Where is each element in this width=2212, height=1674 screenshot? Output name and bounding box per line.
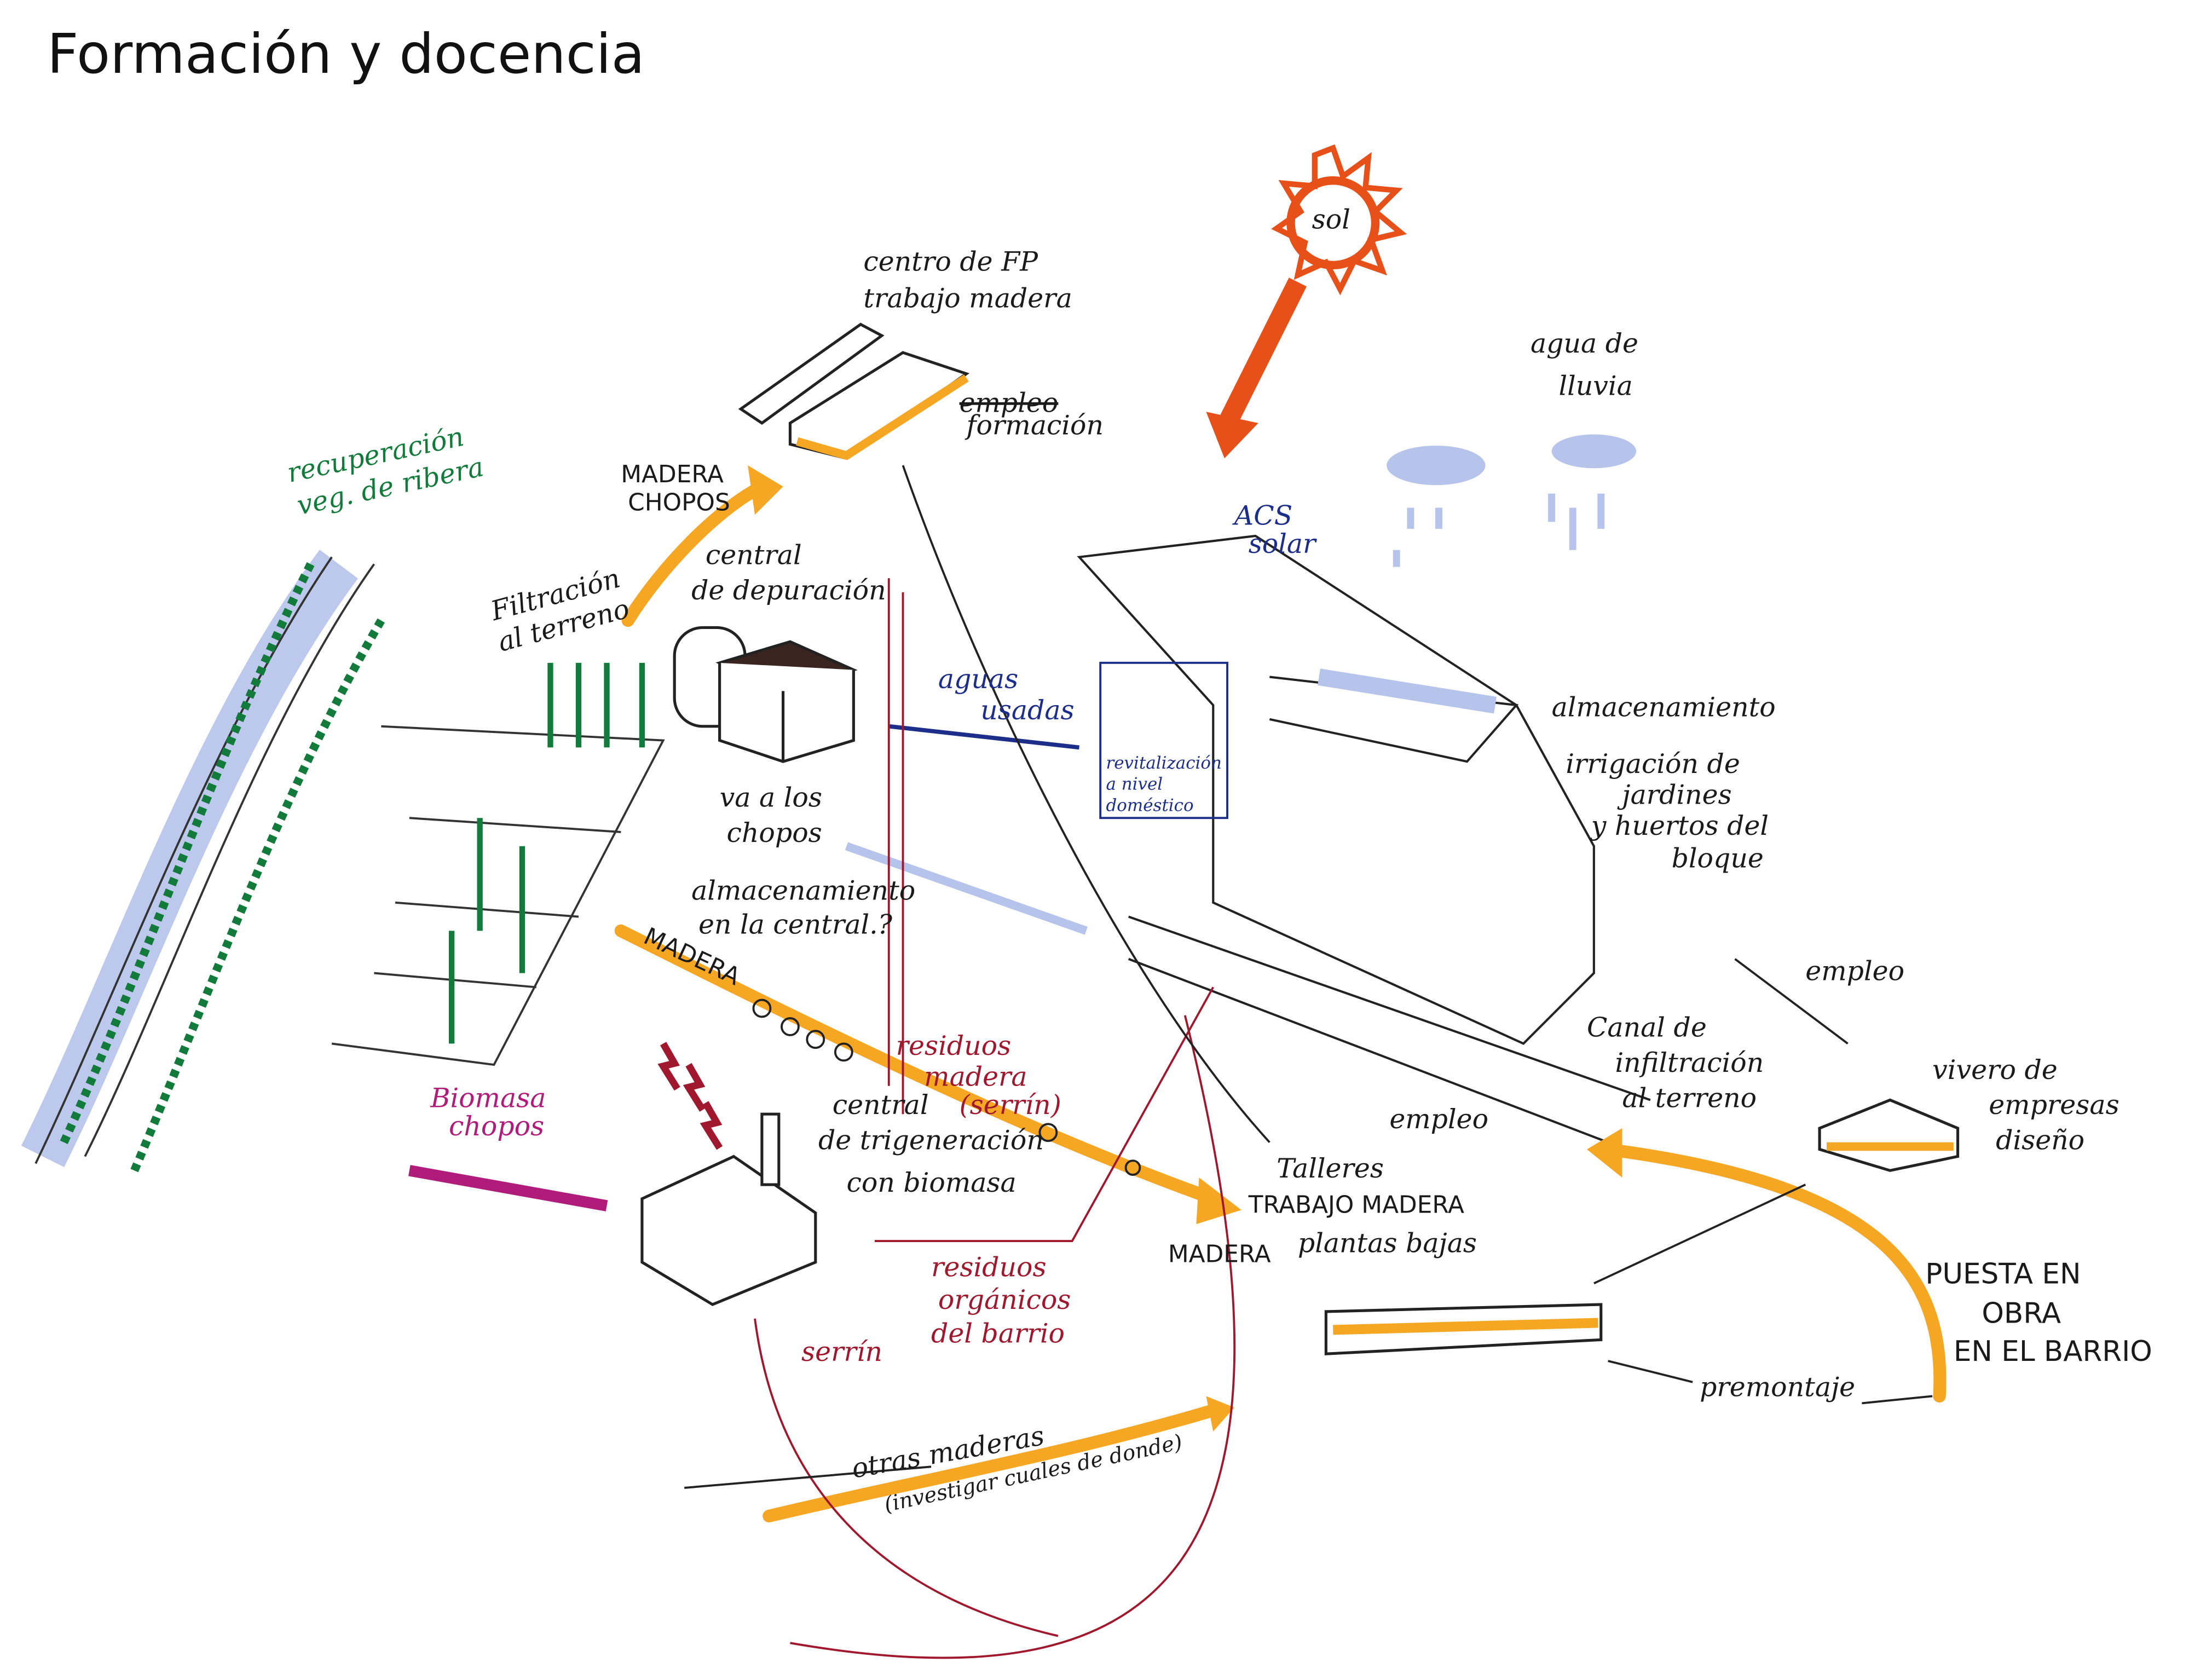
label-revit-1: revitalización: [1106, 753, 1222, 773]
label-acs-2: solar: [1249, 528, 1317, 559]
arrowheads: [748, 465, 1622, 1431]
label-centro-fp-1: centro de FP: [863, 246, 1038, 278]
label-madera-chopos-2: CHOPOS: [628, 489, 730, 517]
label-madera-chopos-1: MADERA: [621, 460, 724, 488]
label-empleo-struck: empleo: [960, 387, 1059, 418]
label-acs-1: ACS: [1232, 500, 1292, 531]
river: [21, 550, 385, 1173]
label-almacenamiento: almacenamiento: [1552, 692, 1776, 723]
label-talleres-1: Talleres: [1277, 1153, 1384, 1184]
label-irrig-3: y huertos del: [1590, 810, 1769, 841]
label-trigen-3: con biomasa: [846, 1167, 1016, 1198]
label-sol: sol: [1312, 204, 1350, 235]
label-depuracion-2: de depuración: [691, 575, 886, 606]
filtration-terraces: [331, 662, 665, 1066]
trigeneration-plant: [640, 1042, 817, 1306]
label-canal-3: al terreno: [1622, 1082, 1757, 1113]
label-puesta-2: OBRA: [1982, 1297, 2061, 1330]
label-empleo-1: empleo: [1805, 955, 1904, 986]
label-res-org-3: del barrio: [931, 1318, 1065, 1349]
label-canal-2: infiltración: [1615, 1047, 1764, 1078]
label-alm-central-2: en la central.?: [698, 909, 893, 940]
wood-flow-arrows: [614, 480, 1947, 1523]
label-residuos-madera-2: madera: [924, 1061, 1027, 1093]
label-residuos-madera-3: (serrín): [960, 1089, 1061, 1121]
fp-centre-building: [738, 322, 970, 460]
label-agua-1: agua de: [1531, 328, 1638, 359]
label-irrig-4: bloque: [1672, 842, 1764, 874]
label-vivero-1: vivero de: [1932, 1054, 2058, 1086]
label-vivero-2: empresas: [1989, 1089, 2119, 1121]
label-irrig-1: irrigación de: [1566, 748, 1740, 780]
label-depuracion-1: central: [706, 539, 802, 570]
sawdust-spirals: [752, 998, 1141, 1176]
label-irrig-2: jardines: [1617, 779, 1731, 810]
label-formacion: formación: [964, 409, 1104, 441]
label-va-chopos-1: va a los: [720, 782, 822, 813]
label-canal-1: Canal de: [1587, 1012, 1707, 1043]
label-madera-2: MADERA: [1168, 1240, 1271, 1268]
label-centro-fp-2: trabajo madera: [863, 283, 1072, 314]
label-aguas-2: usadas: [980, 695, 1074, 726]
workshop-buildings: [1324, 1098, 1960, 1355]
label-talleres-2: TRABAJO MADERA: [1248, 1191, 1464, 1219]
label-premontaje: premontaje: [1700, 1371, 1855, 1402]
label-revit-3: doméstico: [1106, 795, 1194, 815]
sun-icon: [1206, 144, 1407, 459]
label-talleres-3: plantas bajas: [1298, 1228, 1477, 1259]
depuration-plant: [673, 626, 858, 763]
label-aguas-1: aguas: [938, 663, 1018, 695]
label-empleo-2: empleo: [1389, 1104, 1488, 1135]
housing-block: [1077, 534, 1651, 1144]
label-res-org-2: orgánicos: [938, 1284, 1071, 1315]
label-agua-2: lluvia: [1558, 370, 1632, 401]
label-puesta-1: PUESTA EN: [1925, 1257, 2081, 1290]
label-alm-central-1: almacenamiento: [691, 875, 915, 907]
label-residuos-madera-1: residuos: [896, 1030, 1012, 1061]
flow-lines: [408, 465, 1933, 1659]
label-res-org-1: residuos: [931, 1251, 1047, 1283]
label-biomasa-1: Biomasa: [430, 1082, 546, 1113]
label-revit-2: a nivel: [1106, 775, 1163, 794]
label-vivero-3: diseño: [1996, 1125, 2084, 1156]
domestic-box: [1099, 661, 1228, 819]
label-biomasa-2: chopos: [449, 1111, 544, 1142]
label-serrin: serrín: [801, 1336, 882, 1367]
label-trigen-1: central: [833, 1089, 929, 1121]
label-puesta-3: EN EL BARRIO: [1954, 1335, 2152, 1368]
label-trigen-2: de trigeneración: [818, 1125, 1044, 1156]
rain-cloud-icon: [1387, 434, 1637, 567]
page-title: Formación y docencia: [47, 22, 645, 86]
label-va-chopos-2: chopos: [726, 817, 822, 848]
